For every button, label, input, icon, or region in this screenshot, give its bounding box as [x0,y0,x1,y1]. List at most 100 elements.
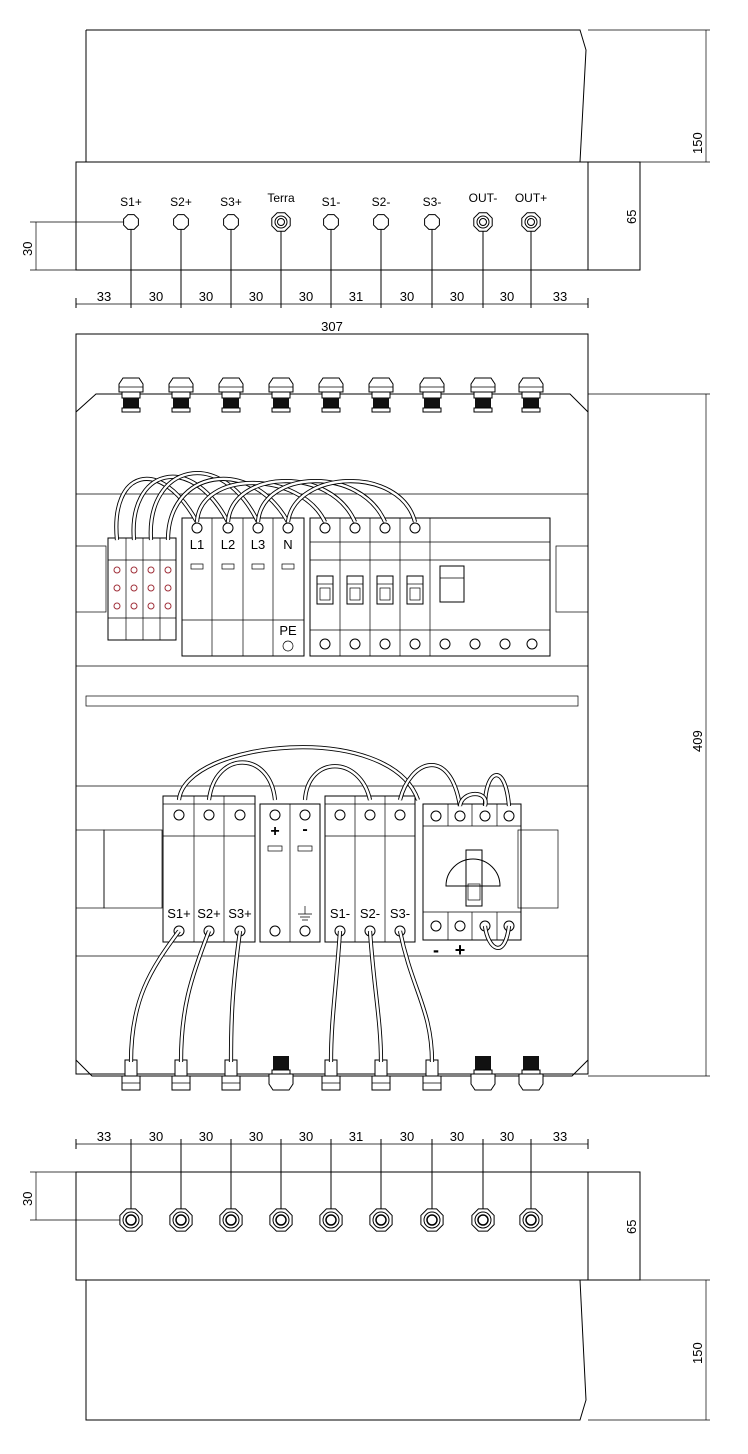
cable-gland [271,212,291,232]
cable-gland [173,214,189,230]
trunking-slot [85,695,579,707]
isolator-bottom-screw [454,920,466,932]
ac-label-l2: L2 [221,537,235,552]
bottom-spacing-dims: 33 30 30 30 30 31 30 30 30 33 [97,1129,567,1144]
gland-cap [470,377,496,393]
gland-seal [223,398,239,408]
pv-pos-label: S1+ [167,906,191,921]
cable-gland [373,214,389,230]
spacing-dim: 31 [349,1129,363,1144]
gland-body [422,391,442,399]
isolator-label-plus: + [455,940,466,960]
spacing-dim: 30 [199,1129,213,1144]
cable-core [226,479,357,523]
gland-cap [518,1073,544,1091]
gland-nut [373,214,389,230]
bottom-enclosure-outline [85,1279,587,1421]
isolator-grip [467,883,481,901]
gland-core [375,1214,387,1226]
gland-cap [470,1073,496,1091]
cable [128,929,181,1063]
cable-core [177,746,420,801]
ac-screw [222,522,234,534]
top-view: 150 65 30 S1+ S2+ S3+ Terra S1- S2- S3- … [20,29,710,335]
gland-core [525,1214,537,1226]
gland-label: S1+ [120,195,142,209]
mcb-top-screw [319,522,331,534]
gland-tail [124,1059,138,1077]
cable-gland [473,212,493,232]
terminal-screw [147,602,155,610]
front-gland-top [518,377,544,413]
front-gland-bottom [121,1059,141,1091]
gland-label: Terra [267,191,295,205]
gland-nut [521,212,541,232]
width-dim: 307 [321,319,343,334]
cable-core [256,479,387,523]
pe-label: PE [279,623,297,638]
gland-seal [523,398,539,408]
top-gland-labels: S1+ S2+ S3+ Terra S1- S2- S3- OUT- OUT+ [120,191,547,209]
terminal-screw [130,602,138,610]
bottom-plate-dim: 65 [624,1220,639,1234]
gland-seal [273,1056,289,1070]
terminal-screw [147,566,155,574]
mcb-breakers [309,517,551,657]
gland-body [171,391,191,399]
bottom-offset-dim: 30 [20,1192,35,1206]
gland-cap [118,377,144,393]
spacing-dim: 31 [349,289,363,304]
front-gland-top [168,377,194,413]
front-bottom-glands [121,1056,544,1091]
spacing-dim: 33 [97,1129,111,1144]
ac-screw [282,522,294,534]
top-enclosure-outline [85,29,587,163]
terminal-block [107,537,177,641]
gland-cap [318,377,344,393]
fuse-top-screw [394,809,406,821]
spacing-dim: 30 [450,1129,464,1144]
gland-body [221,391,241,399]
mcb-bottom-screw [319,638,331,650]
front-height-dim: 409 [690,730,705,752]
gland-ring [172,1211,190,1229]
gland-cap [518,377,544,393]
gland-ring [322,1211,340,1229]
rcd-toggle [439,565,465,603]
terminal-screw [147,584,155,592]
isolator-bottom-screw [430,920,442,932]
gland-seal [323,398,339,408]
gland-body [371,391,391,399]
gland-thread [473,407,493,413]
gland-tail [324,1059,338,1077]
gland-seal [475,1056,491,1070]
front-gland-bottom [268,1056,294,1091]
ac-indicator [221,563,235,570]
front-gland-bottom [221,1059,241,1091]
cable-core [166,477,290,541]
front-gland-bottom [171,1059,191,1091]
mcb-toggle-inner [409,587,421,601]
front-gland-top [218,377,244,413]
front-top-glands [118,377,544,413]
spd-top-screw [299,809,311,821]
mcb-screws [316,522,538,650]
gland-thread [371,407,391,413]
terminal-screw [113,584,121,592]
cable-gland [269,1208,293,1232]
gland-cap [168,377,194,393]
rail-end-left [75,545,107,613]
gland-core [426,1214,438,1226]
gland-seal [475,398,491,408]
gland-core [479,218,487,226]
front-gland-top [368,377,394,413]
front-gland-bottom [321,1059,341,1091]
spd-bottom-screw [299,925,311,937]
cable-gland [169,1208,193,1232]
gland-ring [372,1211,390,1229]
gland-seal [523,1056,539,1070]
mcb-top-screw [349,522,361,534]
rcd-bottom-screw [526,638,538,650]
rail-end-right [555,545,589,613]
gland-core [527,218,535,226]
